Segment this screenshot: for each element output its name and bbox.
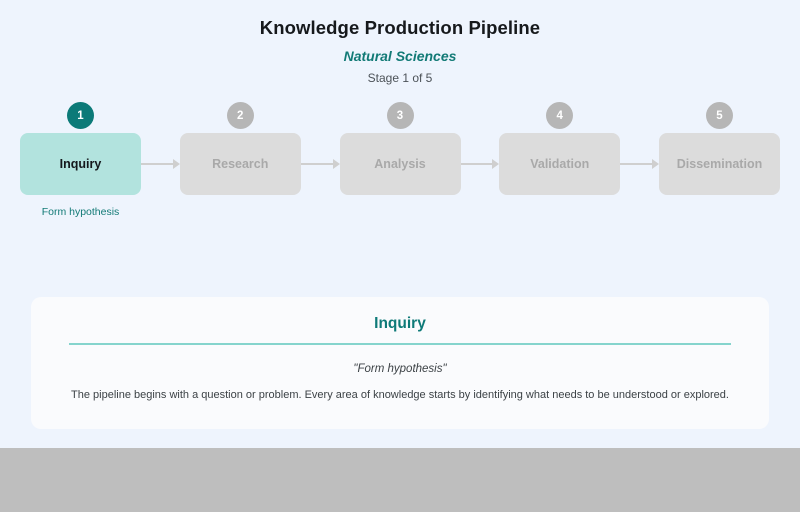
stage-card-research[interactable]: Research	[179, 133, 301, 195]
arrow-head-icon-1	[172, 159, 180, 169]
stage-label-analysis: Analysis	[374, 157, 426, 171]
stage-badge-4: 4	[546, 102, 574, 129]
stage-label-inquiry: Inquiry	[59, 157, 102, 171]
bottom-band	[0, 448, 800, 512]
connector-arrow-1	[141, 133, 180, 195]
stage-badge-2: 2	[226, 102, 254, 129]
stage-label-validation: Validation	[530, 157, 590, 171]
detail-quote: "Form hypothesis"	[353, 362, 447, 375]
pipeline-stage-validation[interactable]: 4 Validation	[499, 102, 621, 206]
pipeline-app: Knowledge Production Pipeline Natural Sc…	[0, 0, 800, 448]
pipeline-stage-dissemination[interactable]: 5 Dissemination	[659, 102, 780, 206]
stage-card-analysis[interactable]: Analysis	[339, 133, 461, 195]
pipeline-stages: 1 Inquiry Form hypothesis 2 Research 3 A…	[0, 102, 800, 222]
stage-counter: Stage 1 of 5	[367, 71, 433, 85]
connector-arrow-4	[620, 133, 659, 195]
arrow-head-icon-4	[652, 159, 659, 169]
connector-arrow-2	[300, 133, 340, 195]
page-subtitle: Natural Sciences	[343, 48, 457, 64]
detail-divider	[69, 343, 731, 345]
connector-line-2	[300, 163, 333, 165]
stage-card-validation[interactable]: Validation	[499, 133, 621, 195]
connector-line-3	[460, 163, 493, 165]
pipeline-stage-analysis[interactable]: 3 Analysis	[339, 102, 461, 206]
pipeline-stage-inquiry[interactable]: 1 Inquiry Form hypothesis	[20, 102, 141, 218]
header: Knowledge Production Pipeline Natural Sc…	[0, 0, 800, 85]
stage-badge-3: 3	[386, 102, 414, 129]
stage-label-research: Research	[212, 157, 269, 171]
detail-title: Inquiry	[374, 315, 426, 332]
stage-label-dissemination: Dissemination	[676, 157, 763, 171]
connector-arrow-3	[460, 133, 500, 195]
stage-card-dissemination[interactable]: Dissemination	[659, 133, 780, 195]
arrow-head-icon-3	[492, 159, 500, 169]
stage-card-inquiry[interactable]: Inquiry	[20, 133, 141, 195]
detail-description: The pipeline begins with a question or p…	[71, 388, 729, 401]
stage-caption-inquiry: Form hypothesis	[41, 206, 120, 218]
connector-line-1	[141, 163, 173, 165]
page-title: Knowledge Production Pipeline	[259, 17, 541, 38]
stage-badge-5: 5	[706, 102, 733, 129]
arrow-head-icon-2	[332, 159, 340, 169]
connector-line-4	[620, 163, 652, 165]
stage-badge-1: 1	[67, 102, 94, 129]
pipeline-stage-research[interactable]: 2 Research	[179, 102, 301, 206]
stage-detail-panel: Inquiry "Form hypothesis" The pipeline b…	[31, 297, 769, 429]
